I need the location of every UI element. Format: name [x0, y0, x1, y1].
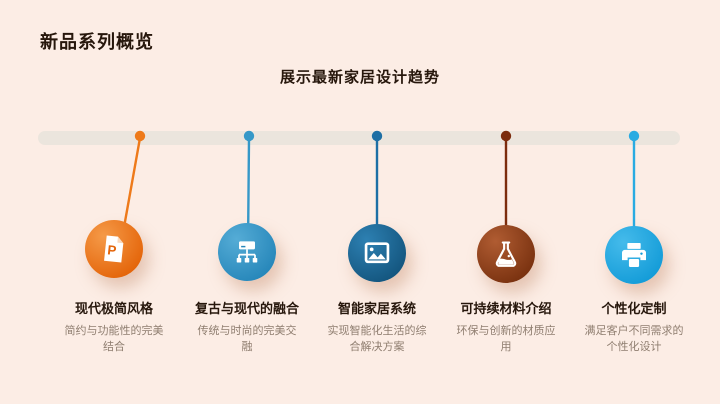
item-title: 个性化定制	[601, 301, 667, 316]
timeline-item-1: 现代极简风格 简约与功能性的完美结合	[39, 298, 189, 356]
item-description: 传统与时尚的完美交融	[197, 325, 297, 353]
page-title: 新品系列概览	[40, 32, 154, 52]
item-title: 复古与现代的融合	[194, 301, 299, 316]
item-description: 环保与创新的材质应用	[456, 325, 556, 353]
printer-icon	[618, 239, 650, 271]
milestone-circle-5	[605, 226, 663, 284]
item-title: 智能家居系统	[337, 301, 416, 316]
document-p-icon: P	[98, 233, 130, 265]
svg-text:P: P	[107, 242, 118, 258]
item-title: 可持续材料介绍	[460, 301, 552, 316]
item-description: 实现智能化生活的综合解决方案	[327, 325, 427, 353]
timeline-item-5: 个性化定制 满足客户不同需求的个性化设计	[559, 298, 709, 356]
item-description: 简约与功能性的完美结合	[64, 325, 164, 353]
milestone-circle-4	[477, 225, 535, 283]
flask-icon	[490, 238, 522, 270]
item-description: 满足客户不同需求的个性化设计	[584, 325, 684, 353]
timeline-item-4: 可持续材料介绍 环保与创新的材质应用	[431, 298, 581, 356]
milestone-circle-2	[218, 223, 276, 281]
milestone-circle-3	[348, 224, 406, 282]
page-subtitle: 展示最新家居设计趋势	[279, 69, 440, 86]
milestone-circle-1: P	[85, 220, 143, 278]
sitemap-icon	[231, 236, 263, 268]
timeline-item-3: 智能家居系统 实现智能化生活的综合解决方案	[302, 298, 452, 356]
timeline-item-2: 复古与现代的融合 传统与时尚的完美交融	[172, 298, 322, 356]
item-title: 现代极简风格	[74, 301, 153, 316]
timeline-bar	[38, 131, 680, 145]
image-icon	[361, 237, 393, 269]
